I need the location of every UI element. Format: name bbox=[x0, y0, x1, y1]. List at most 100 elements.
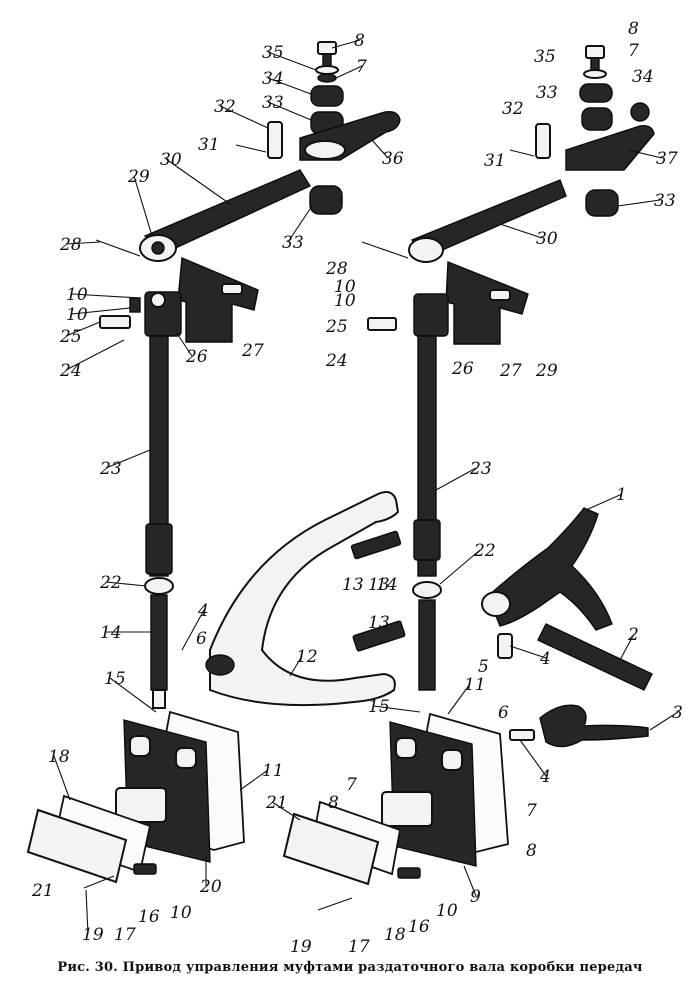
callout-7: 7 bbox=[356, 57, 367, 77]
leader-callout-12 bbox=[289, 655, 303, 677]
leader-callout-23-r bbox=[435, 467, 477, 491]
callout-25: 25 bbox=[59, 327, 82, 347]
callout-10-r2: 10 bbox=[334, 291, 356, 311]
callout-30: 30 bbox=[160, 150, 182, 170]
leader-callout-4-r2 bbox=[519, 739, 547, 777]
leader-callout-15 bbox=[109, 677, 157, 713]
callout-12: 12 bbox=[296, 647, 318, 667]
callout-3: 3 bbox=[672, 703, 683, 723]
callout-2: 2 bbox=[627, 625, 639, 645]
callout-17: 17 bbox=[114, 925, 136, 945]
bushing-34-right bbox=[579, 83, 613, 103]
yoke-12 bbox=[209, 491, 400, 707]
lever-37 bbox=[565, 124, 655, 171]
nut-10 bbox=[129, 297, 141, 313]
bolt-head-8-right bbox=[585, 45, 605, 59]
callout-4-r: 4 bbox=[539, 649, 551, 669]
bushing-34 bbox=[310, 85, 344, 107]
callout-6-r: 6 bbox=[498, 703, 509, 723]
callout-10-r3: 10 bbox=[436, 901, 458, 921]
callout-18: 18 bbox=[48, 747, 70, 767]
callout-10c: 10 bbox=[170, 903, 192, 923]
housing-9-port-2 bbox=[441, 749, 463, 771]
callout-13-r2: 13 bbox=[368, 613, 390, 633]
block-26-hole bbox=[150, 292, 166, 308]
fork-1-hub bbox=[481, 591, 511, 617]
shaft-23-right-spline bbox=[413, 519, 441, 561]
leader-callout-25 bbox=[65, 321, 101, 337]
callout-8: 8 bbox=[354, 31, 365, 51]
leader-callout-10b bbox=[71, 307, 131, 315]
cotter-31 bbox=[235, 144, 267, 153]
callout-14-r: 14 bbox=[376, 575, 398, 595]
callout-31-r: 31 bbox=[484, 151, 506, 171]
shaft-23 bbox=[149, 335, 169, 577]
callout-26: 26 bbox=[185, 347, 208, 367]
shaft-23-right bbox=[417, 335, 437, 577]
screw-16-right bbox=[397, 867, 421, 879]
left-assembly bbox=[26, 41, 401, 889]
callout-33b: 33 bbox=[282, 233, 304, 253]
leader-callout-1 bbox=[585, 493, 623, 511]
leader-callout-29 bbox=[133, 175, 153, 237]
leader-callout-11 bbox=[239, 769, 269, 791]
callout-36: 36 bbox=[382, 149, 404, 169]
callout-15: 15 bbox=[104, 669, 126, 689]
callout-29: 29 bbox=[127, 167, 150, 187]
callout-35-r: 35 bbox=[534, 47, 556, 67]
leader-callout-34 bbox=[267, 77, 312, 95]
pin-32-right bbox=[535, 123, 551, 159]
callout-1: 1 bbox=[616, 485, 627, 505]
lever-36-boss bbox=[304, 140, 346, 160]
callout-24: 24 bbox=[59, 361, 82, 381]
rod-30-eye bbox=[151, 241, 165, 255]
collar-22 bbox=[144, 577, 174, 595]
callout-22-r: 22 bbox=[473, 541, 496, 561]
callout-25-r: 25 bbox=[325, 317, 348, 337]
screw-16 bbox=[133, 863, 157, 875]
figure-caption: Рис. 30. Привод управления муфтами разда… bbox=[57, 960, 643, 975]
callout-19-r: 19 bbox=[290, 937, 312, 957]
leader-callout-33-r2 bbox=[617, 199, 661, 207]
callout-6: 6 bbox=[196, 629, 207, 649]
housing-20-port-1 bbox=[129, 735, 151, 757]
callout-10b: 10 bbox=[66, 305, 88, 325]
callout-33: 33 bbox=[262, 93, 284, 113]
callout-31: 31 bbox=[198, 135, 220, 155]
bolt-5 bbox=[497, 633, 513, 659]
callout-8-r3: 8 bbox=[526, 841, 537, 861]
yoke-12-eye bbox=[205, 654, 235, 676]
housing-20-port-2 bbox=[175, 747, 197, 769]
bushing-33-right-lower bbox=[585, 189, 619, 217]
leader-callout-36 bbox=[371, 139, 389, 159]
leader-callout-37 bbox=[627, 149, 663, 159]
bolt-6-right bbox=[509, 729, 535, 741]
rod-14 bbox=[150, 594, 168, 691]
bolt-25-right bbox=[367, 317, 397, 331]
callout-27: 27 bbox=[241, 341, 264, 361]
leader-callout-26 bbox=[175, 331, 193, 357]
callout-16: 16 bbox=[138, 907, 160, 927]
leader-callout-10a bbox=[71, 293, 141, 299]
leader-callout-8 bbox=[331, 39, 361, 49]
leader-callout-23 bbox=[105, 449, 151, 469]
pin-32 bbox=[267, 121, 283, 159]
bracket-27-right bbox=[445, 260, 529, 345]
key-13-upper bbox=[350, 530, 402, 560]
callout-26-r: 26 bbox=[451, 359, 474, 379]
callout-21-r: 21 bbox=[265, 793, 288, 813]
lever-3 bbox=[539, 704, 649, 748]
leader-lines bbox=[53, 39, 679, 935]
screw-19 bbox=[83, 875, 115, 889]
callout-28: 28 bbox=[59, 235, 82, 255]
bracket-27-right-slot bbox=[489, 289, 511, 301]
leader-callout-22-r bbox=[439, 549, 481, 585]
bolt-shank-8-right bbox=[590, 57, 600, 71]
callout-8-r2: 8 bbox=[328, 793, 339, 813]
bushing-33-lower bbox=[309, 185, 343, 215]
leader-callout-18 bbox=[53, 755, 71, 801]
washer-35 bbox=[315, 65, 339, 75]
rod-2 bbox=[537, 623, 653, 691]
screw-19-right bbox=[317, 897, 353, 911]
